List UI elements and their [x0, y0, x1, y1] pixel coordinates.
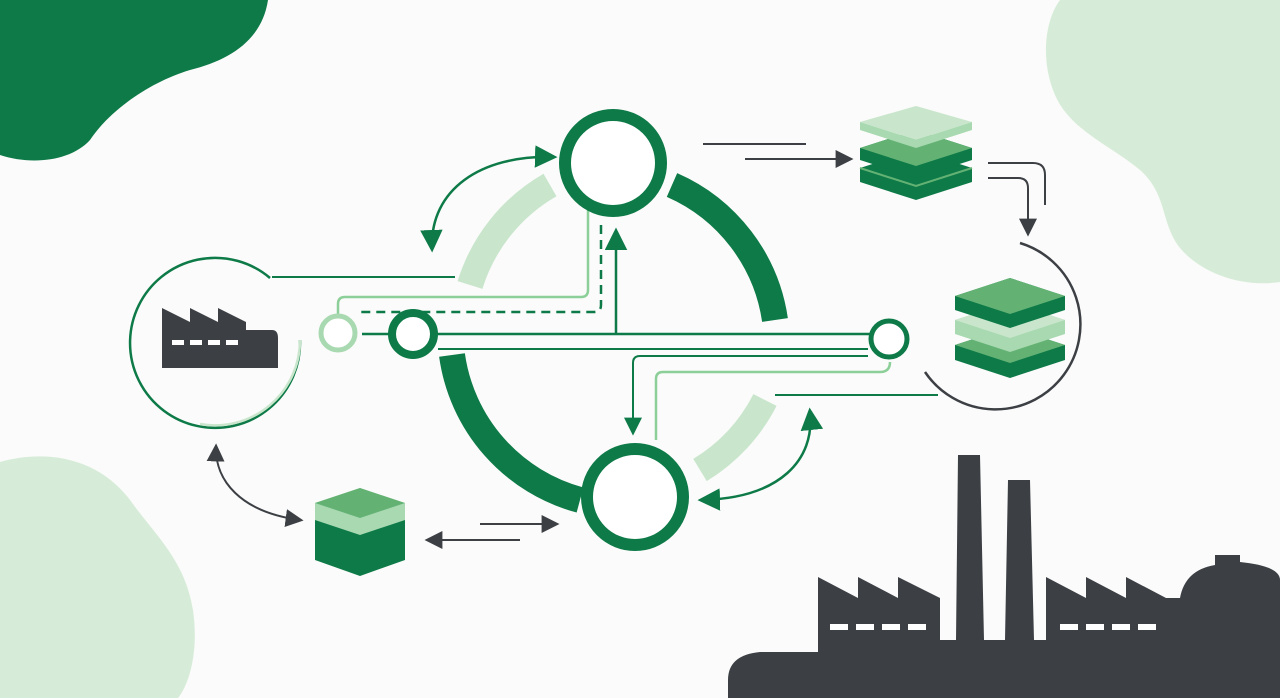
factory-node — [128, 256, 302, 430]
industrial-skyline-icon — [728, 455, 1280, 698]
node-circle-icon — [581, 443, 689, 551]
node-small-right — [868, 318, 910, 360]
node-circle-icon — [559, 109, 667, 217]
cube-icon — [315, 488, 405, 576]
node-small-left-dark — [388, 309, 438, 359]
node-bottom — [581, 443, 689, 551]
connector-lines — [272, 195, 938, 440]
factory-icon — [162, 308, 278, 368]
bottom-left-blob — [0, 456, 195, 698]
stacked-layers-icon — [955, 278, 1065, 378]
node-top — [559, 109, 667, 217]
flow-arrows — [206, 143, 1046, 549]
node-small-left-light — [318, 313, 358, 353]
stacked-layers-icon — [859, 106, 973, 200]
top-right-blob — [1045, 0, 1280, 284]
top-left-blob — [0, 0, 268, 161]
storage-node — [923, 241, 1082, 411]
cycle-arrows — [420, 145, 824, 511]
